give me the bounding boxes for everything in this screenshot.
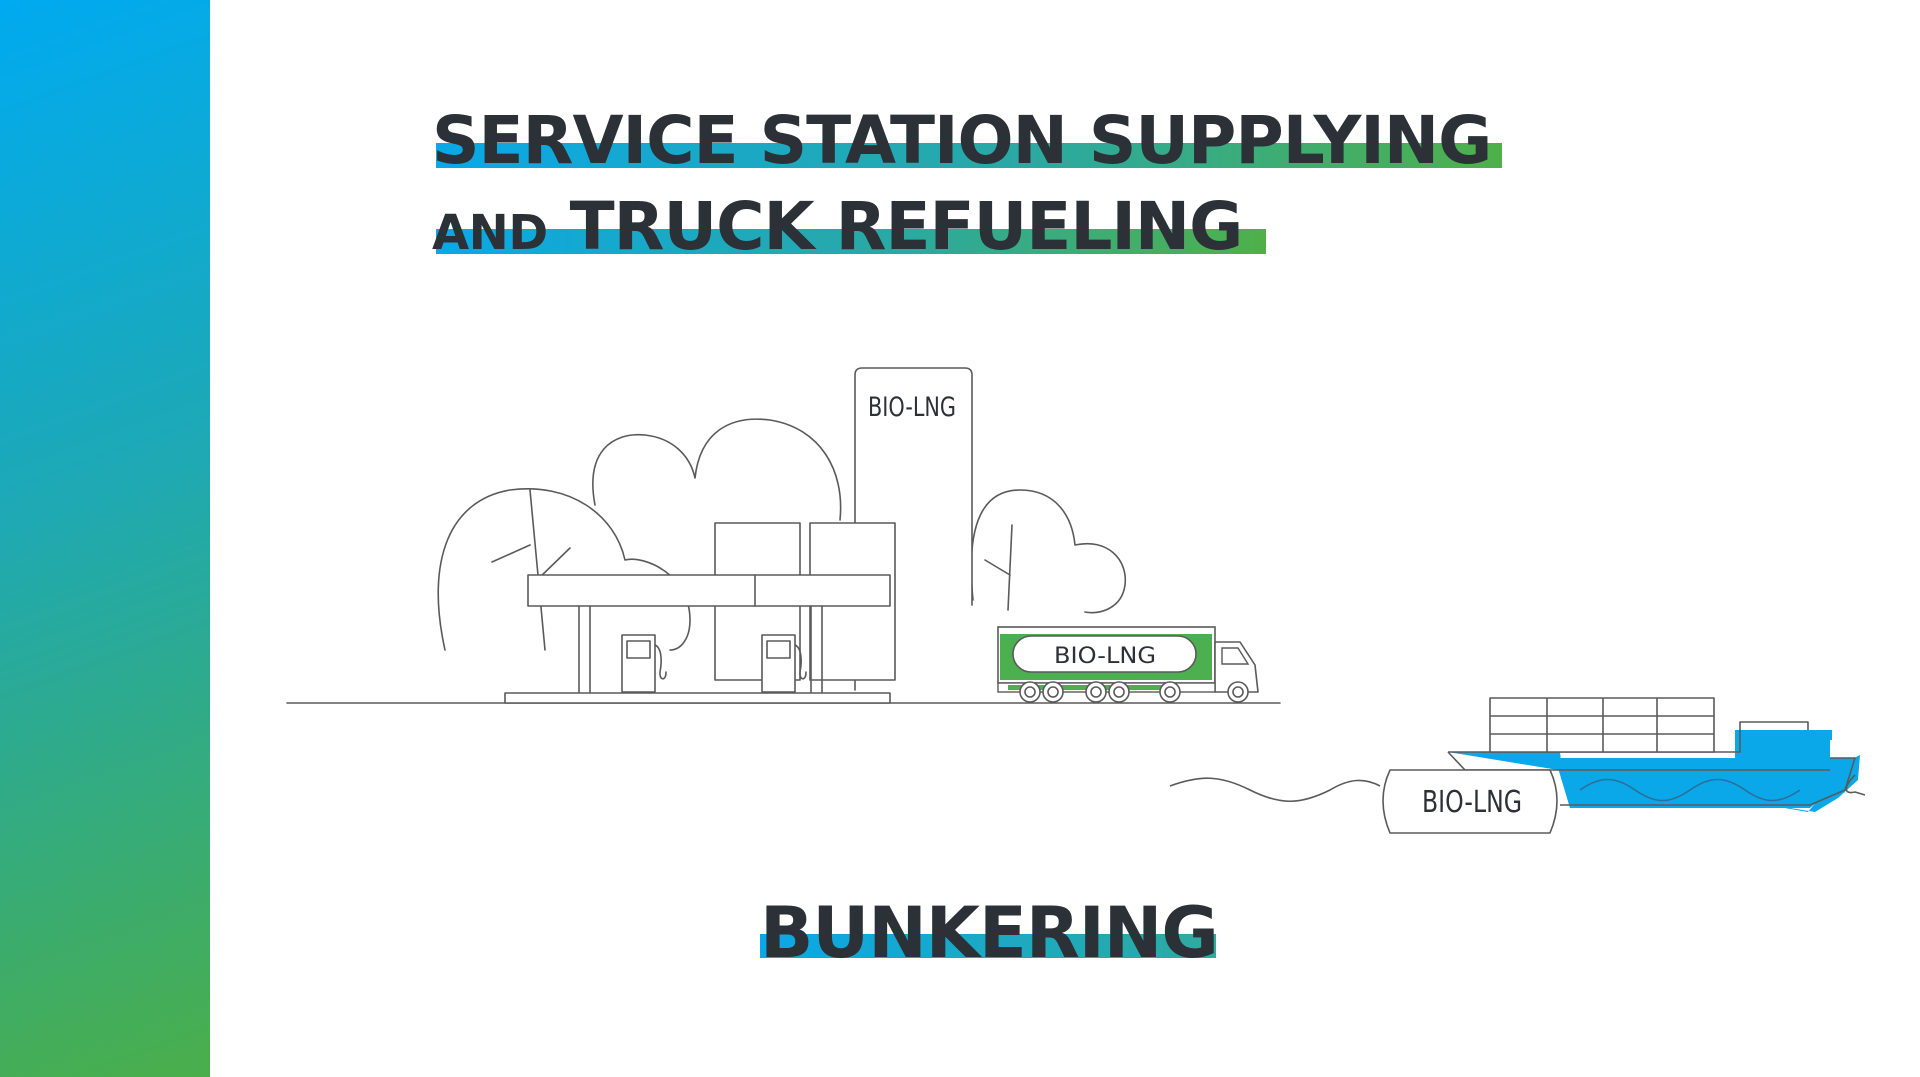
barge-tank [1382,769,1558,834]
title-line1-highlight [436,143,1502,168]
bunkering-heading: BUNKERING [760,892,1219,974]
tree-right-icon [970,489,1127,614]
water-wave [1169,777,1381,803]
bunkering-highlight [760,934,1216,958]
fuel-pump-1-icon [621,634,667,693]
tower-label: BIO-LNG [868,392,956,423]
title-line-1: SERVICE STATION SUPPLYING [432,102,1492,179]
truck-icon [997,626,1259,703]
fuel-pump-2-icon [761,634,807,693]
title-truck-refueling: TRUCK REFUELING [569,188,1244,265]
tree-middle-icon [592,418,842,521]
title-line2-highlight [436,229,1266,254]
ship-icon [1169,697,1866,834]
barge-label: BIO-LNG [1422,785,1522,820]
title-and-word: AND [432,205,548,261]
tree-left-icon [437,488,691,651]
truck-label: BIO-LNG [1054,644,1156,669]
station-canopy [527,574,891,607]
gradient-side-bar [0,0,210,1077]
station-base [504,692,891,704]
title-line-2: AND TRUCK REFUELING [432,188,1244,265]
